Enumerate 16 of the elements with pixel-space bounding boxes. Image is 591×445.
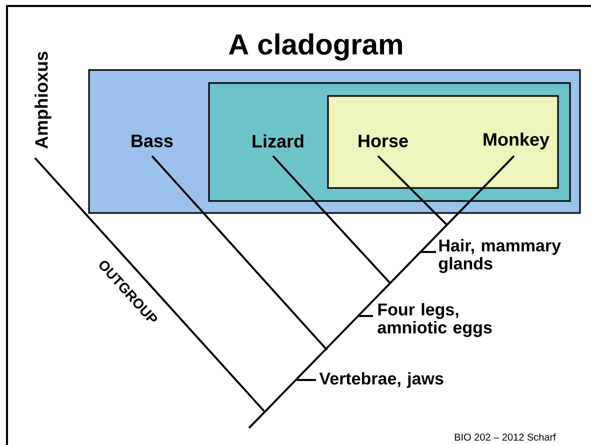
title: A cladogram: [228, 33, 402, 61]
taxon-label: Amphioxus: [34, 52, 52, 149]
character-label: Hair, mammary glands: [438, 239, 561, 273]
taxon-label: Horse: [358, 134, 408, 148]
clade-box: [327, 95, 559, 189]
branch-line: [151, 155, 328, 351]
footer-text: BIO 202 – 2012 Scharf: [454, 433, 556, 441]
character-label: Vertebrae, jaws: [319, 372, 444, 388]
character-label: Four legs, amniotic eggs: [378, 303, 492, 337]
taxon-label: Lizard: [252, 134, 304, 148]
taxon-label: Monkey: [484, 132, 550, 150]
branch-line: [377, 155, 448, 226]
branch-line: [272, 155, 391, 284]
taxon-label: Bass: [132, 134, 173, 148]
branch-line: [248, 155, 515, 429]
branch-line: [34, 157, 265, 412]
